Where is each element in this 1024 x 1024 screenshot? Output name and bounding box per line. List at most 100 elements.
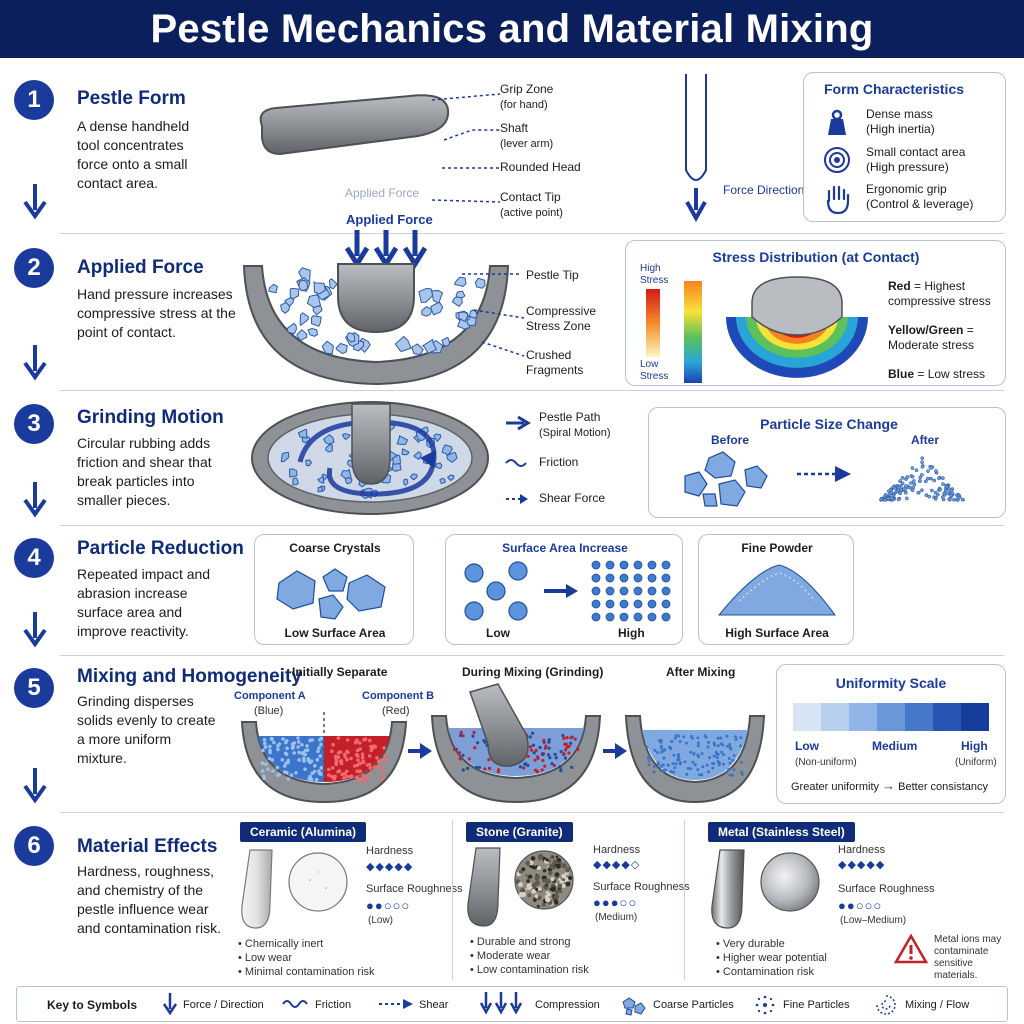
mixing-flow-icon bbox=[876, 995, 896, 1015]
fine-particles-illustration bbox=[879, 456, 965, 502]
uniformity-scale-cell bbox=[821, 703, 849, 731]
char-item-3: Ergonomic grip(Control & leverage) bbox=[866, 182, 974, 211]
key-coarse: Coarse Particles bbox=[653, 999, 734, 1011]
uniformity-scale-cell bbox=[961, 703, 989, 731]
stress-scale-bar bbox=[684, 281, 702, 383]
panel-title: Uniformity Scale bbox=[835, 675, 947, 691]
before-label: Before bbox=[711, 433, 750, 447]
motion-key-icons bbox=[505, 415, 531, 504]
uniformity-scale-cell bbox=[905, 703, 933, 731]
hardness-label: Hardness bbox=[838, 844, 886, 856]
coarse-crystals-illustration bbox=[276, 568, 386, 620]
stone-bullets: • Durable and strong• Moderate wear• Low… bbox=[470, 936, 589, 976]
stone-roughness-note: (Medium) bbox=[595, 912, 638, 923]
key-shear: Shear bbox=[419, 999, 449, 1011]
roughness-label: Surface Roughness bbox=[838, 883, 935, 895]
increase-arrow-icon bbox=[544, 584, 578, 598]
page-title: Pestle Mechanics and Material Mixing bbox=[150, 6, 874, 51]
label-grip-zone: Grip Zone(for hand) bbox=[500, 82, 554, 111]
material-divider bbox=[452, 820, 453, 980]
section-divider bbox=[60, 233, 1004, 234]
key-title: Key to Symbols bbox=[47, 998, 138, 1012]
key-force: Force / Direction bbox=[183, 999, 264, 1011]
stress-contact-diagram bbox=[726, 276, 868, 378]
down-arrow-icon bbox=[23, 345, 47, 381]
step-title-5: Mixing and Homogeneity bbox=[77, 666, 302, 687]
panel-title: Form Characteristics bbox=[823, 81, 965, 97]
ceramic-roughness-note: (Low) bbox=[368, 915, 394, 926]
section-divider bbox=[60, 655, 1004, 656]
material-tag-stone: Stone (Granite) bbox=[466, 822, 573, 842]
target-icon bbox=[824, 147, 850, 173]
stress-key-red: Red = Highest compressive stress bbox=[888, 279, 991, 308]
material-divider bbox=[684, 820, 685, 980]
metal-bullets: • Very durable• Higher wear potential• C… bbox=[716, 938, 827, 978]
step-desc-6: Hardness, roughness, and chemistry of th… bbox=[77, 863, 221, 936]
uniformity-gradient-bar bbox=[793, 703, 989, 731]
process-arrow-icon bbox=[408, 743, 432, 759]
component-b-label: Component B(Red) bbox=[362, 690, 435, 717]
key-fine: Fine Particles bbox=[783, 999, 850, 1011]
material-tag-ceramic: Ceramic (Alumina) bbox=[240, 822, 367, 842]
uniformity-scale-cell bbox=[877, 703, 905, 731]
panel-title: Stress Distribution (at Contact) bbox=[712, 249, 920, 265]
step-title-4: Particle Reduction bbox=[77, 538, 244, 559]
down-arrow-icon bbox=[23, 612, 47, 648]
low-stress-label: Low Stress bbox=[640, 359, 669, 382]
coarse-crystals-panel: Coarse Crystals Low Surface Area bbox=[254, 534, 414, 645]
high-stress-label: High Stress bbox=[640, 263, 669, 286]
step-title-6: Material Effects bbox=[77, 836, 218, 857]
roughness-label: Surface Roughness bbox=[593, 881, 690, 893]
label-friction: Friction bbox=[539, 455, 579, 469]
granite-surface-illustration bbox=[514, 850, 574, 910]
label-shear-force: Shear Force bbox=[539, 491, 606, 505]
uniformity-scale-cell bbox=[793, 703, 821, 731]
warning-icon bbox=[893, 933, 929, 964]
initially-separate-label: Initially Separate bbox=[292, 665, 388, 679]
form-characteristics-panel: Form Characteristics Dense mass(High ine… bbox=[803, 72, 1006, 222]
small-circles-illustration bbox=[591, 560, 671, 622]
stone-roughness-rating: ●●●○○ bbox=[593, 895, 638, 910]
label-pestle-path: Pestle Path(Spiral Motion) bbox=[539, 410, 611, 439]
after-mixing-label: After Mixing bbox=[666, 665, 736, 679]
key-compression: Compression bbox=[535, 999, 600, 1011]
uniformity-scale-panel: Uniformity Scale Low(Non-uniform) Medium… bbox=[776, 664, 1006, 804]
step-number-1: 1 bbox=[14, 80, 54, 120]
ceramic-bullets: • Chemically inert• Low wear• Minimal co… bbox=[238, 938, 375, 978]
stone-pestle-illustration bbox=[467, 847, 501, 927]
surface-area-panel: Surface Area Increase Low High bbox=[445, 534, 683, 645]
down-arrow-icon bbox=[23, 184, 47, 220]
title-bar: Pestle Mechanics and Material Mixing bbox=[0, 0, 1024, 58]
large-circles-illustration bbox=[464, 561, 528, 621]
down-arrow-icon bbox=[23, 768, 47, 804]
during-mixing-illustration bbox=[430, 683, 602, 804]
step-title-3: Grinding Motion bbox=[77, 407, 224, 428]
key-friction: Friction bbox=[315, 999, 352, 1011]
hardness-label: Hardness bbox=[593, 844, 641, 856]
material-tag-metal: Metal (Stainless Steel) bbox=[708, 822, 855, 842]
particle-size-change-panel: Particle Size Change Before After bbox=[648, 407, 1006, 518]
step-desc-3: Circular rubbing adds friction and shear… bbox=[77, 435, 212, 508]
step-desc-2: Hand pressure increases compressive stre… bbox=[77, 286, 236, 340]
faint-applied-force-label: Applied Force bbox=[345, 186, 420, 200]
hand-icon bbox=[826, 185, 850, 215]
step-desc-5: Grinding disperses solids evenly to crea… bbox=[77, 693, 216, 766]
during-mixing-label: During Mixing (Grinding) bbox=[462, 665, 604, 679]
metal-pestle-illustration bbox=[711, 849, 745, 929]
step-number-4: 4 bbox=[14, 538, 54, 578]
ceramic-pestle-illustration bbox=[241, 849, 273, 929]
shear-arrow-icon bbox=[379, 999, 413, 1009]
panel-title: Coarse Crystals bbox=[289, 541, 381, 555]
mortar-grinding-illustration bbox=[251, 401, 489, 515]
scale-medium-label: Medium bbox=[872, 739, 918, 753]
metal-surface-illustration bbox=[760, 852, 820, 912]
stress-distribution-panel: Stress Distribution (at Contact) High St… bbox=[625, 240, 1006, 386]
force-direction-label: Force Direction bbox=[723, 183, 805, 197]
char-item-1: Dense mass(High inertia) bbox=[866, 107, 935, 136]
stone-hardness-rating: ◆◆◆◆◇ bbox=[593, 859, 641, 871]
symbol-key-bar: Key to Symbols Force / Direction Frictio… bbox=[16, 986, 1008, 1022]
scale-low-label: Low(Non-uniform) bbox=[795, 739, 857, 768]
uniformity-scale-cell bbox=[933, 703, 961, 731]
coarse-particles-icon bbox=[622, 997, 646, 1016]
